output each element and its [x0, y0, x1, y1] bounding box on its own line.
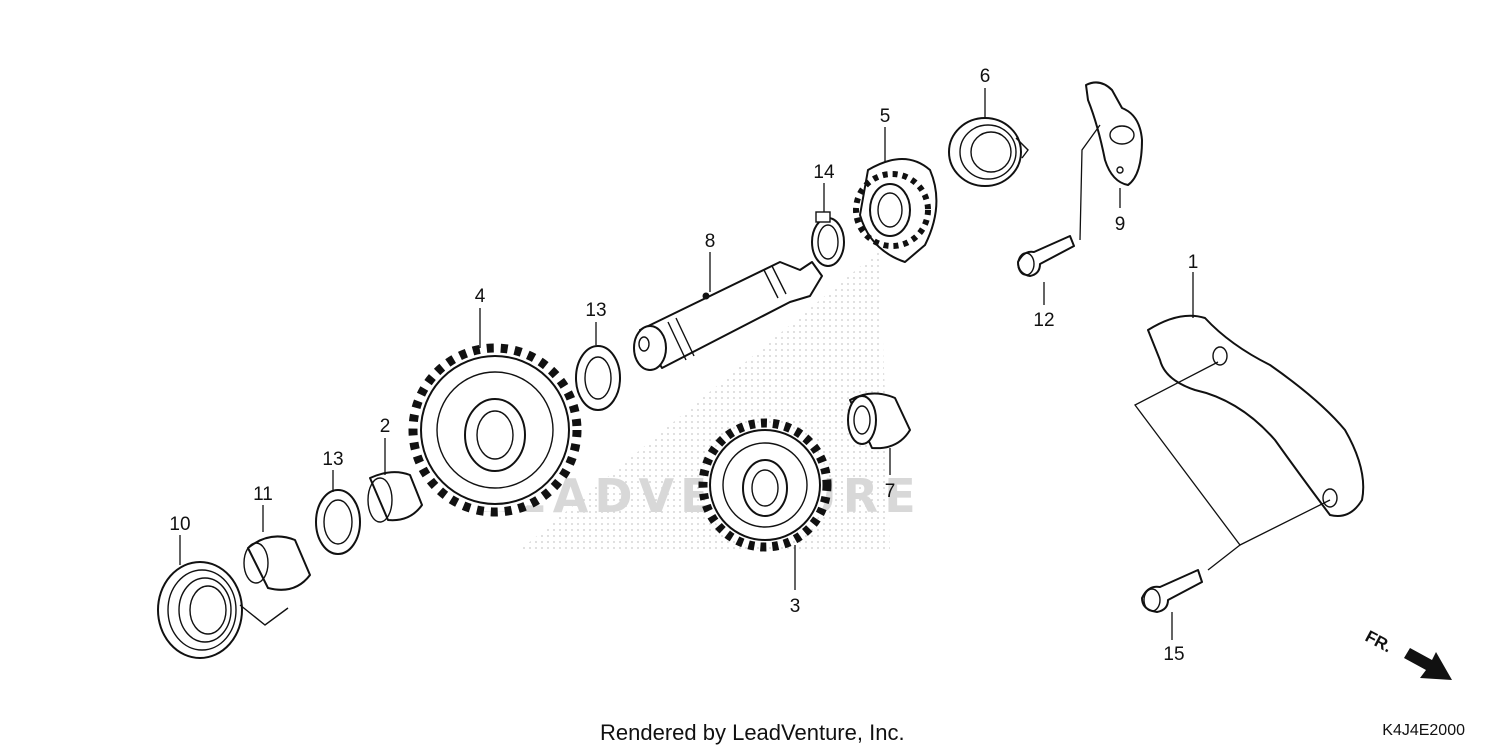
callout-15: 15 [1163, 644, 1184, 665]
diagram-code: K4J4E2000 [1382, 722, 1465, 739]
front-arrow-icon [1404, 648, 1452, 680]
part-1-cover [1147, 314, 1365, 517]
callout-7: 7 [885, 481, 896, 502]
part-8-kickstarter-spindle [633, 261, 823, 371]
part-14-circlip [811, 211, 845, 267]
part-4-kickstarter-gear [408, 343, 582, 517]
callout-13-lower: 13 [322, 449, 343, 470]
front-direction-indicator: FR. [1362, 627, 1452, 680]
front-label: FR. [1362, 627, 1395, 657]
callout-8: 8 [705, 231, 716, 252]
part-11-collar [243, 535, 311, 591]
callout-14: 14 [813, 162, 835, 183]
footer-credit: Rendered by LeadVenture, Inc. [600, 720, 905, 745]
part-5-ratchet [853, 158, 938, 263]
callout-9: 9 [1115, 214, 1126, 235]
callout-2: 2 [380, 416, 391, 437]
part-6-ratchet-spring [948, 117, 1029, 187]
part-12-bolt [1017, 235, 1075, 277]
part-13-washer-upper [575, 345, 621, 411]
part-3-idle-gear [698, 418, 832, 552]
callout-11: 11 [253, 484, 273, 505]
leader-lines [179, 88, 1331, 640]
part-7-bushing [847, 392, 911, 450]
part-15-bolt [1141, 569, 1203, 613]
part-2-bushing [367, 471, 423, 523]
callout-12: 12 [1033, 310, 1054, 331]
callout-3: 3 [790, 596, 801, 617]
callout-6: 6 [980, 66, 991, 87]
part-9-guide-plate [1085, 81, 1143, 186]
part-13-washer-lower [315, 489, 361, 555]
callouts: 1 2 3 4 5 6 7 8 9 10 11 12 13 13 14 15 [169, 66, 1198, 665]
callout-1: 1 [1188, 252, 1199, 273]
callout-13-upper: 13 [585, 300, 606, 321]
part-10-kick-spring [157, 561, 289, 659]
callout-10: 10 [169, 514, 190, 535]
callout-5: 5 [880, 106, 891, 127]
callout-4: 4 [475, 286, 486, 307]
